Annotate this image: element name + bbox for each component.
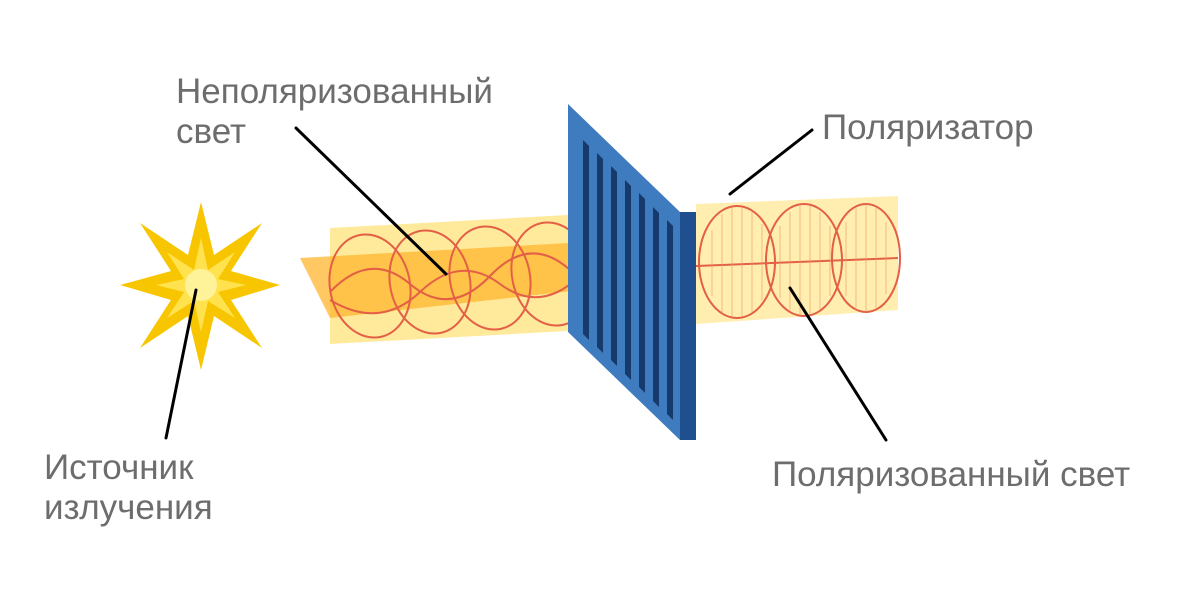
polarized-beam-band	[696, 196, 898, 324]
radiation-source-label-line2: излучения	[44, 488, 213, 527]
polarizer-plate	[568, 104, 696, 440]
unpolarized-light-label: Неполяризованный свет	[176, 72, 493, 152]
unpolarized-light-label-line1: Неполяризованный	[176, 72, 493, 111]
unpolarized-beam-plane	[300, 240, 652, 318]
leader-polarized-light	[788, 286, 888, 442]
polarized-wave-hatching	[711, 204, 887, 316]
leader-radiation-source	[164, 288, 198, 440]
radiation-source-label: Источник излучения	[44, 448, 213, 528]
polarized-light-label-text: Поляризованный свет	[772, 455, 1131, 494]
unpolarized-light-label-line2: свет	[176, 112, 247, 151]
polarizer-slits	[583, 140, 673, 420]
star-burst-icon	[120, 202, 280, 370]
leader-unpolarized-light	[294, 126, 448, 276]
leader-lines	[164, 126, 888, 442]
star-burst-core	[185, 269, 217, 301]
polarized-beam	[695, 196, 901, 324]
polarizer-face	[568, 104, 680, 440]
radiation-source-label-line1: Источник	[44, 448, 194, 487]
polarizer-side	[680, 212, 696, 440]
polarizer-label: Поляризатор	[822, 108, 1034, 148]
polarizer-label-text: Поляризатор	[822, 108, 1034, 147]
polarized-light-label: Поляризованный свет	[772, 455, 1130, 495]
leader-polarizer	[728, 128, 814, 196]
